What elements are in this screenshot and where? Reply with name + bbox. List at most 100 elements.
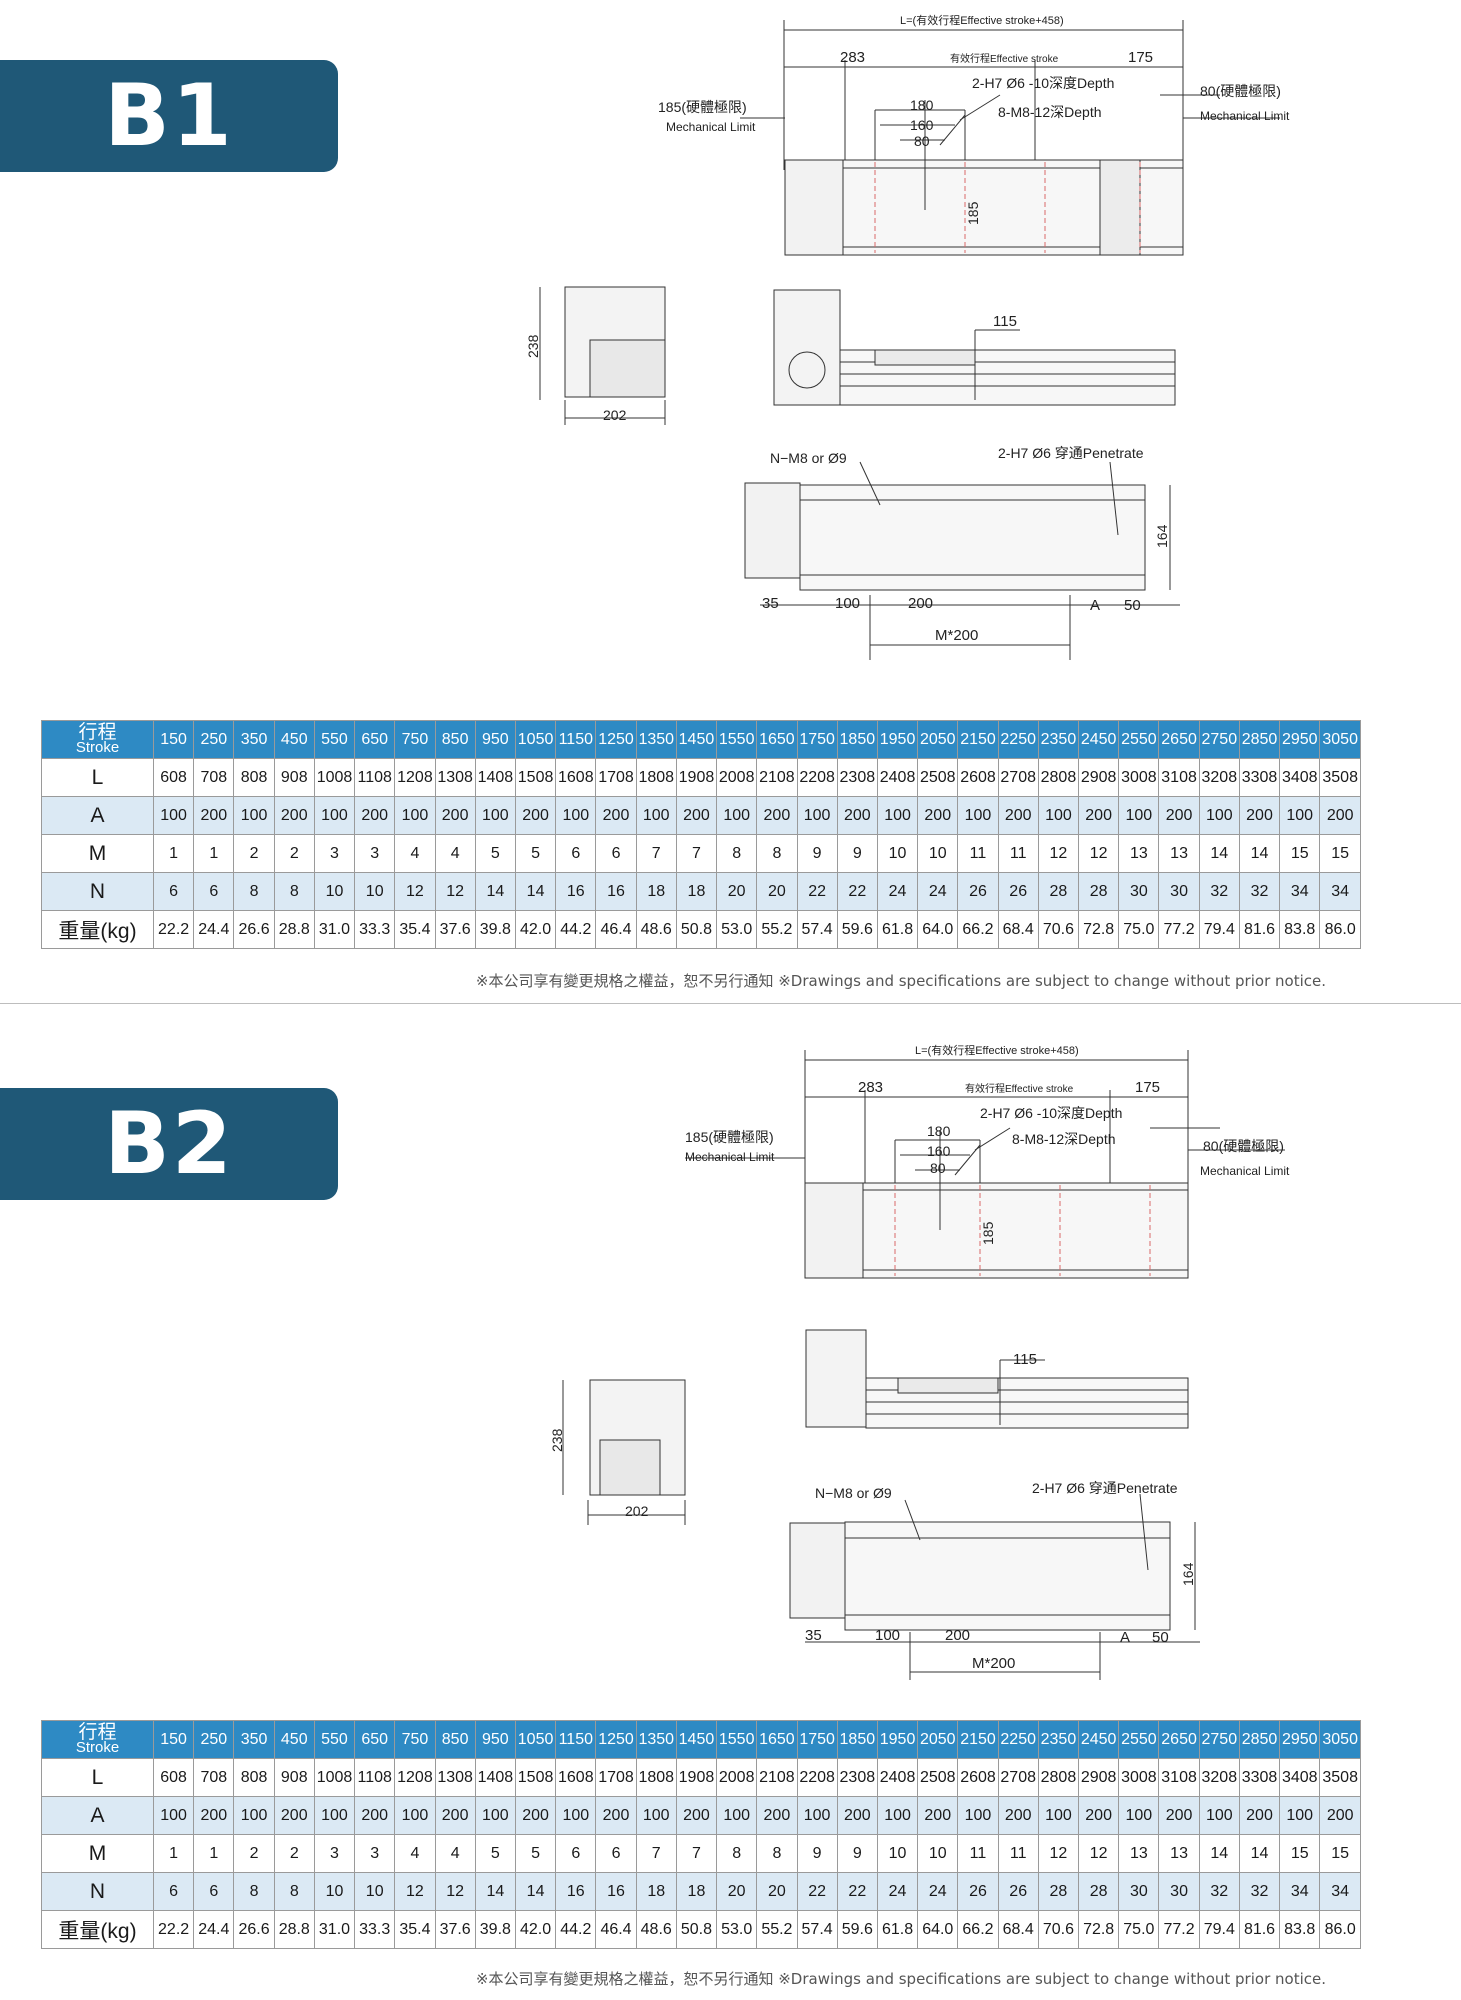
stroke-value: 1850 bbox=[836, 1720, 878, 1759]
stroke-value: 2350 bbox=[1037, 1720, 1080, 1759]
dim-185: 185 bbox=[980, 1221, 996, 1245]
table-cell: 6 bbox=[595, 1834, 637, 1873]
dim-185: 185 bbox=[965, 201, 981, 225]
table-cell: 1208 bbox=[394, 758, 436, 797]
table-cell: 1608 bbox=[555, 758, 597, 797]
stroke-value: 1850 bbox=[836, 720, 878, 759]
table-cell: 11 bbox=[997, 834, 1039, 873]
table-cell: 3 bbox=[313, 834, 356, 873]
table-cell: 57.4 bbox=[796, 1910, 838, 1949]
table-cell: 32 bbox=[1198, 872, 1240, 911]
table-cell: 16 bbox=[595, 872, 637, 911]
table-cell: 8 bbox=[716, 1834, 758, 1873]
table-cell: 10 bbox=[354, 872, 396, 911]
dim-238: 238 bbox=[549, 1428, 565, 1452]
table-cell: 75.0 bbox=[1118, 1910, 1160, 1949]
table-cell: 200 bbox=[756, 796, 798, 835]
table-cell: 200 bbox=[193, 1796, 235, 1835]
table-cell: 100 bbox=[1198, 1796, 1240, 1835]
table-cell: 2908 bbox=[1078, 1758, 1120, 1797]
table-cell: 15 bbox=[1279, 834, 1321, 873]
stroke-value: 2550 bbox=[1118, 720, 1160, 759]
table-cell: 12 bbox=[434, 872, 476, 911]
dim-115: 115 bbox=[1013, 1351, 1037, 1368]
label-limit-right-en: Mechanical Limit bbox=[1200, 1164, 1290, 1178]
table-cell: 100 bbox=[555, 1796, 597, 1835]
table-cell: 7 bbox=[635, 834, 677, 873]
table-cell: 10 bbox=[313, 1872, 356, 1911]
table-cell: 100 bbox=[1118, 796, 1160, 835]
stroke-value: 1350 bbox=[635, 720, 677, 759]
table-cell: 16 bbox=[595, 1872, 637, 1911]
dim-m: M*200 bbox=[935, 627, 978, 644]
stroke-value: 2250 bbox=[997, 1720, 1039, 1759]
table-cell: 100 bbox=[394, 796, 436, 835]
table-cell: 2 bbox=[273, 1834, 315, 1873]
table-cell: 6 bbox=[152, 872, 195, 911]
table-cell: 12 bbox=[1078, 834, 1120, 873]
table-cell: 30 bbox=[1118, 1872, 1160, 1911]
table-cell: 2508 bbox=[917, 1758, 959, 1797]
table-cell: 10 bbox=[917, 834, 959, 873]
table-cell: 908 bbox=[273, 1758, 315, 1797]
table-cell: 2 bbox=[233, 1834, 275, 1873]
dim-202: 202 bbox=[603, 407, 627, 423]
table-cell: 200 bbox=[1078, 796, 1120, 835]
table-cell: 100 bbox=[555, 796, 597, 835]
table-cell: 200 bbox=[836, 1796, 878, 1835]
dim-180: 180 bbox=[910, 97, 934, 113]
table-cell: 1 bbox=[152, 834, 195, 873]
label-limit-right-en: Mechanical Limit bbox=[1200, 109, 1290, 123]
dim-80: 80 bbox=[930, 1160, 946, 1176]
dim-right: 175 bbox=[1128, 49, 1153, 66]
table-cell: 77.2 bbox=[1158, 910, 1200, 949]
label-hole-mid: 8-M8-12深Depth bbox=[998, 104, 1102, 120]
table-cell: 81.6 bbox=[1238, 1910, 1281, 1949]
table-cell: 3008 bbox=[1118, 758, 1160, 797]
stroke-value: 2250 bbox=[997, 720, 1039, 759]
dim-200: 200 bbox=[908, 595, 933, 612]
stroke-value: 150 bbox=[152, 720, 195, 759]
table-cell: 28 bbox=[1037, 1872, 1080, 1911]
table-cell: 2408 bbox=[876, 758, 919, 797]
row-label: L bbox=[41, 1758, 154, 1797]
table-cell: 22 bbox=[836, 872, 878, 911]
table-cell: 100 bbox=[313, 796, 356, 835]
stroke-value: 1250 bbox=[595, 1720, 637, 1759]
table-cell: 50.8 bbox=[675, 1910, 718, 1949]
table-cell: 100 bbox=[876, 1796, 919, 1835]
stroke-value: 1050 bbox=[514, 1720, 557, 1759]
table-cell: 200 bbox=[434, 796, 476, 835]
table-cell: 16 bbox=[555, 872, 597, 911]
table-cell: 808 bbox=[233, 1758, 275, 1797]
table-cell: 14 bbox=[1238, 1834, 1281, 1873]
table-cell: 2008 bbox=[716, 1758, 758, 1797]
table-cell: 26 bbox=[997, 1872, 1039, 1911]
table-cell: 22.2 bbox=[152, 910, 195, 949]
table-cell: 200 bbox=[514, 796, 557, 835]
table-cell: 1708 bbox=[595, 1758, 637, 1797]
table-cell: 100 bbox=[1037, 1796, 1080, 1835]
disclaimer-note: ※本公司享有變更規格之權益，恕不另行通知 ※Drawings and speci… bbox=[475, 1970, 1326, 1988]
label-limit-left-en: Mechanical Limit bbox=[666, 120, 756, 134]
stroke-value: 750 bbox=[394, 720, 436, 759]
disclaimer-note: ※本公司享有變更規格之權益，恕不另行通知 ※Drawings and speci… bbox=[475, 972, 1326, 990]
table-cell: 64.0 bbox=[917, 1910, 959, 1949]
table-cell: 200 bbox=[836, 796, 878, 835]
table-cell: 200 bbox=[1158, 796, 1200, 835]
dim-left: 283 bbox=[840, 49, 865, 66]
table-cell: 2208 bbox=[796, 758, 838, 797]
table-cell: 75.0 bbox=[1118, 910, 1160, 949]
table-cell: 7 bbox=[675, 834, 718, 873]
table-cell: 100 bbox=[635, 796, 677, 835]
table-cell: 34 bbox=[1319, 1872, 1361, 1911]
table-cell: 1108 bbox=[354, 1758, 396, 1797]
label-limit-right: 80(硬體極限) bbox=[1203, 1138, 1284, 1154]
table-cell: 100 bbox=[1279, 1796, 1321, 1835]
table-cell: 12 bbox=[394, 1872, 436, 1911]
